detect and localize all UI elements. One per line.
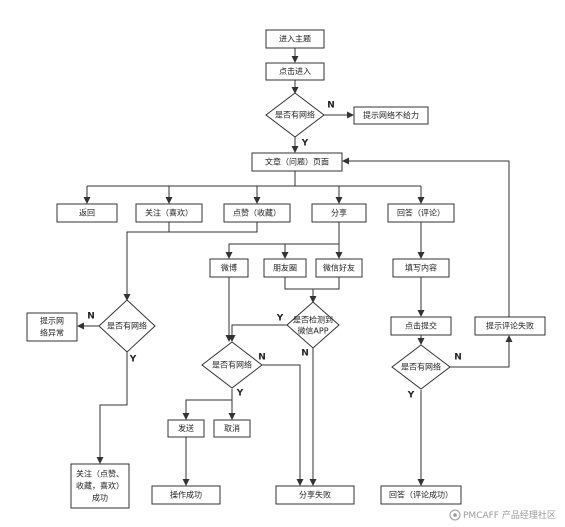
node-follow: 关注（喜欢） xyxy=(135,203,203,223)
node-share: 分享 xyxy=(311,203,367,223)
node-show-network-error: 提示网 络异常 xyxy=(26,312,78,342)
watermark-text: PMCAFF 产品经理社区 xyxy=(463,509,556,521)
watermark-logo-icon xyxy=(449,509,461,521)
svg-text:是否检测到: 是否检测到 xyxy=(293,315,333,325)
svg-text:朋友圈: 朋友圈 xyxy=(273,263,297,273)
svg-text:成功: 成功 xyxy=(92,493,108,503)
node-answer-success: 回答（评论成功） xyxy=(380,485,462,505)
branch-labels: N Y N Y Y N N Y N Y xyxy=(87,101,462,401)
svg-text:提示网络不给力: 提示网络不给力 xyxy=(363,110,419,120)
svg-text:微信好友: 微信好友 xyxy=(323,263,355,273)
n-label-network-4: N xyxy=(454,353,462,363)
svg-text:分享: 分享 xyxy=(331,208,347,218)
svg-text:点击提交: 点击提交 xyxy=(405,321,437,331)
node-submit-failed: 提示评论失败 xyxy=(474,316,546,336)
node-answer: 回答（评论） xyxy=(387,203,455,223)
node-enter-topic: 进入主题 xyxy=(265,29,325,49)
node-fill-content: 填写内容 xyxy=(392,258,450,278)
svg-text:是否有网络: 是否有网络 xyxy=(275,110,315,120)
svg-text:提示评论失败: 提示评论失败 xyxy=(486,321,534,331)
svg-text:是否有网络: 是否有网络 xyxy=(212,360,252,370)
svg-text:取消: 取消 xyxy=(224,423,240,433)
node-like: 点赞（收藏） xyxy=(223,203,291,223)
svg-text:点赞（收藏）: 点赞（收藏） xyxy=(233,208,281,218)
node-wechat-friend: 微信好友 xyxy=(315,258,363,278)
svg-text:操作成功: 操作成功 xyxy=(170,490,202,500)
svg-text:填写内容: 填写内容 xyxy=(405,263,437,273)
n-label-network-1: N xyxy=(327,101,335,111)
node-cancel: 取消 xyxy=(213,419,251,438)
node-back: 返回 xyxy=(56,203,118,223)
svg-text:关注（喜欢）: 关注（喜欢） xyxy=(145,208,193,218)
n-label-network-3: N xyxy=(258,353,266,363)
y-label-network-3: Y xyxy=(236,389,244,399)
node-click-submit: 点击提交 xyxy=(390,316,452,336)
decision-has-network-2: 是否有网络 xyxy=(98,299,156,353)
node-weibo: 微博 xyxy=(209,258,249,278)
node-operation-success: 操作成功 xyxy=(151,485,221,505)
n-label-network-2: N xyxy=(87,312,95,322)
decision-has-network-4: 是否有网络 xyxy=(391,344,451,390)
svg-text:收藏，喜欢）: 收藏，喜欢） xyxy=(76,481,124,491)
node-moments: 朋友圈 xyxy=(263,258,307,278)
svg-text:进入主题: 进入主题 xyxy=(279,34,311,44)
svg-text:分享失败: 分享失败 xyxy=(299,490,331,500)
svg-text:文章（问题）页面: 文章（问题）页面 xyxy=(265,157,329,167)
svg-text:关注（点赞、: 关注（点赞、 xyxy=(76,469,124,479)
svg-text:是否有网络: 是否有网络 xyxy=(107,321,147,331)
svg-text:微博: 微博 xyxy=(221,263,237,273)
svg-text:提示网: 提示网 xyxy=(40,316,64,326)
y-label-network-1: Y xyxy=(301,139,309,149)
svg-text:返回: 返回 xyxy=(79,209,95,218)
decision-has-network-3: 是否有网络 xyxy=(201,341,263,389)
svg-text:回答（评论成功）: 回答（评论成功） xyxy=(389,490,453,500)
node-poor-network: 提示网络不给力 xyxy=(353,106,429,125)
flow-connectors xyxy=(77,48,513,486)
watermark: PMCAFF 产品经理社区 xyxy=(449,509,556,521)
svg-text:是否有网络: 是否有网络 xyxy=(401,362,441,372)
y-label-network-4: Y xyxy=(407,391,415,401)
node-click-enter: 点击进入 xyxy=(265,62,325,81)
svg-text:络异常: 络异常 xyxy=(40,328,64,338)
svg-text:微信APP: 微信APP xyxy=(297,326,328,336)
decision-has-network-1: 是否有网络 xyxy=(265,92,325,138)
svg-text:点击进入: 点击进入 xyxy=(279,66,311,76)
y-label-detect-wechat: Y xyxy=(276,314,284,324)
node-share-failed: 分享失败 xyxy=(275,485,355,505)
node-send: 发送 xyxy=(167,419,205,438)
node-article-page: 文章（问题）页面 xyxy=(251,152,343,172)
svg-text:发送: 发送 xyxy=(178,423,194,433)
node-follow-success: 关注（点赞、 收藏，喜欢） 成功 xyxy=(70,463,130,509)
decision-detect-wechat: 是否检测到 微信APP xyxy=(286,301,340,349)
y-label-network-2: Y xyxy=(129,355,137,365)
svg-text:回答（评论）: 回答（评论） xyxy=(397,208,445,218)
n-label-detect-wechat: N xyxy=(301,349,309,359)
